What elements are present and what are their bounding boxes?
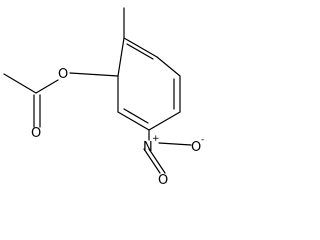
- nitrogen-to-oxygen-double-b: [148, 148, 166, 174]
- ring-bond-c1-c2: [123, 37, 158, 58]
- acetoxy-group: [3, 72, 119, 128]
- nitro-group: [143, 129, 192, 174]
- nitrogen-to-oxygen-single: [158, 142, 192, 146]
- ester-oxygen-label: O: [58, 67, 68, 82]
- ring-bond-c1-c2-inner: [126, 43, 154, 60]
- ring-bond-c2-c3: [156, 56, 181, 77]
- ring-bond-c5-c6: [117, 111, 150, 131]
- nitro-nitrogen-label: N: [143, 140, 153, 155]
- ring-to-ester-oxygen-bond: [69, 72, 119, 77]
- ester-oxygen-to-carbonyl-bond: [35, 79, 59, 94]
- nitro-oxygen-charge: -: [201, 135, 204, 145]
- benzene-ring: [117, 37, 181, 131]
- ring-bond-c6-c1-top: [117, 37, 125, 77]
- ring-bond-c5-c6-inner: [123, 108, 149, 124]
- nitro-oxygen-double-label: O: [158, 173, 168, 185]
- carbonyl-oxygen-label: O: [31, 126, 41, 141]
- nitro-nitrogen-charge: +: [152, 134, 160, 144]
- nitrogen-to-oxygen-double-a: [143, 148, 161, 174]
- chemical-structure-diagram: O O N + O O -: [3, 7, 204, 185]
- ring-bond-c4-c5: [148, 111, 181, 131]
- acetyl-methyl-bond: [3, 73, 37, 94]
- nitro-oxygen-single-label: O: [191, 140, 201, 155]
